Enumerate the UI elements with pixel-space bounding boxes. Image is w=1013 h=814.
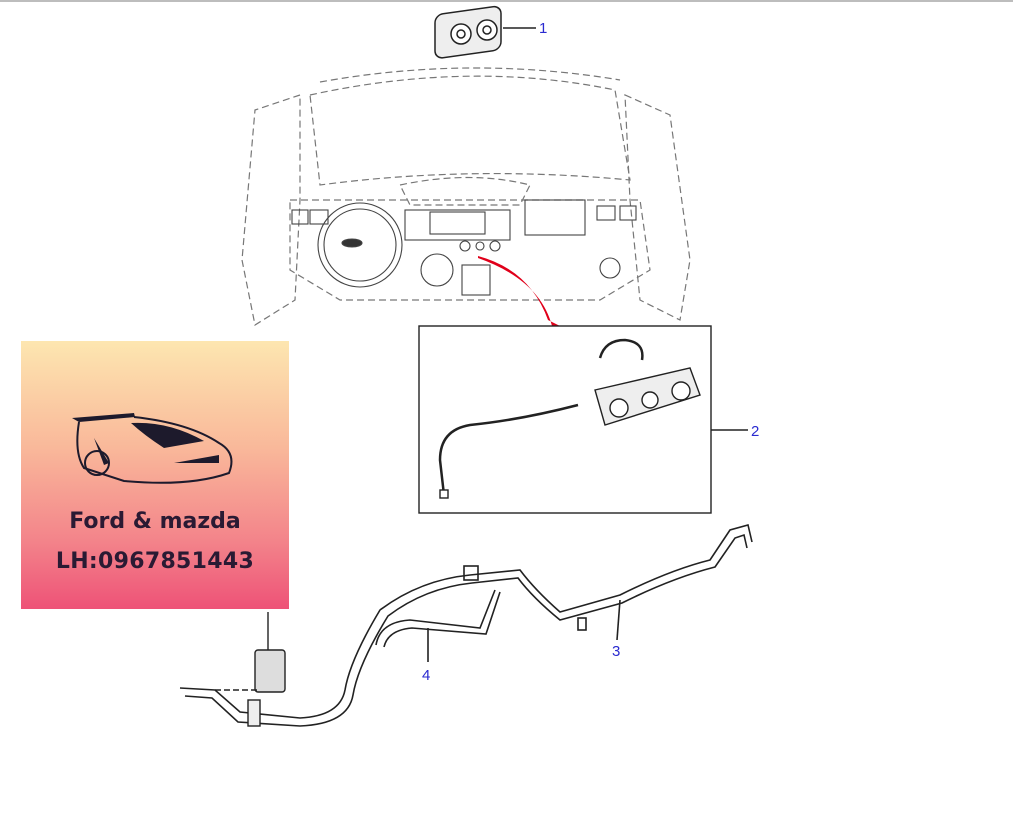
callout-3: 3 (612, 643, 620, 660)
top-border (0, 0, 1013, 2)
part-3-vacuum-hose (179, 524, 753, 727)
dashboard-details (291, 199, 637, 296)
part-2-control-panel (438, 338, 748, 499)
part-1-control-knobs (434, 5, 536, 59)
callout-4: 4 (422, 667, 430, 684)
promo-phone: LH:0967851443 (55, 549, 255, 574)
callout-2: 2 (751, 423, 759, 440)
promo-shop-name: Ford & mazda (69, 509, 241, 534)
callout-1: 1 (539, 20, 547, 37)
sports-car-logo-icon (72, 413, 233, 484)
promo-banner: Ford & mazda LH:0967851443 (21, 341, 289, 609)
dashboard-outline (241, 67, 691, 326)
detail-box (418, 325, 712, 514)
part-4-hose (375, 589, 501, 662)
solenoid-valve (215, 612, 286, 727)
